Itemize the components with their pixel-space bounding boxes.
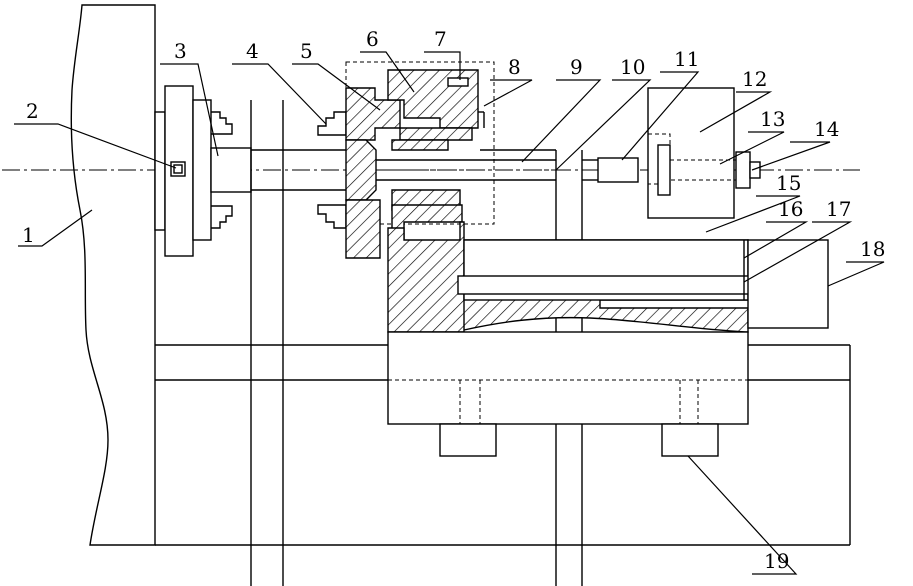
label-12: 12 (742, 67, 767, 91)
label-17: 17 (826, 197, 851, 221)
leader-lines (14, 51, 885, 575)
label-1: 1 (22, 223, 35, 247)
label-6: 6 (366, 27, 379, 51)
label-15: 15 (776, 171, 801, 195)
headstock-body (70, 4, 156, 546)
clamp-feet (439, 423, 719, 457)
label-14: 14 (814, 117, 839, 141)
label-19: 19 (764, 549, 789, 573)
bar-stock (376, 149, 598, 181)
shaft (251, 149, 350, 191)
label-8: 8 (508, 55, 521, 79)
chuck (192, 99, 252, 241)
label-4: 4 (246, 39, 259, 63)
label-3: 3 (174, 39, 187, 63)
faceplate (154, 85, 194, 257)
collet-assembly (345, 61, 495, 259)
label-9: 9 (570, 55, 583, 79)
label-11: 11 (674, 47, 699, 71)
part-labels: 1 2 3 4 5 6 7 8 9 10 11 12 13 14 15 16 1… (22, 27, 885, 573)
label-16: 16 (778, 197, 803, 221)
label-2: 2 (26, 99, 39, 123)
feed-screw (597, 144, 761, 196)
lower-block (387, 331, 749, 425)
label-13: 13 (760, 107, 785, 131)
label-10: 10 (620, 55, 645, 79)
label-18: 18 (860, 237, 885, 261)
guide-slider (457, 239, 829, 329)
label-7: 7 (434, 27, 447, 51)
label-5: 5 (300, 39, 313, 63)
